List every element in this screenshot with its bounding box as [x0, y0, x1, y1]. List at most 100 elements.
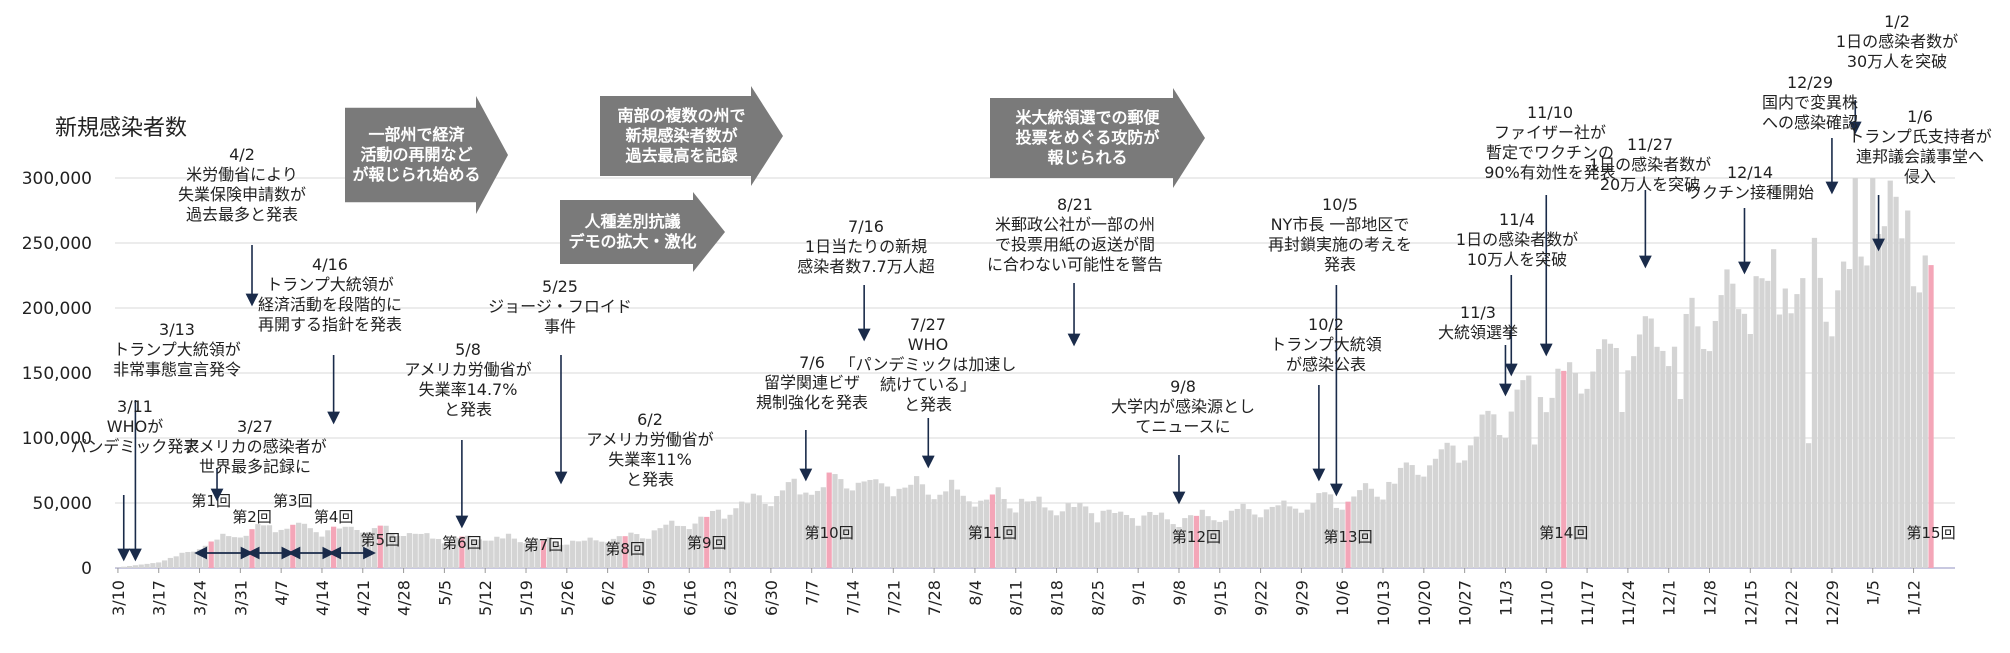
bar	[832, 474, 838, 568]
bar	[1537, 397, 1544, 568]
x-tick-label: 8/4	[966, 580, 985, 606]
bar	[1223, 520, 1229, 568]
bar	[1636, 334, 1643, 568]
bar	[774, 496, 780, 568]
bar	[336, 528, 343, 568]
x-tick-label: 10/20	[1415, 580, 1434, 626]
bar	[395, 535, 401, 568]
bar	[1392, 483, 1398, 568]
bar	[1829, 336, 1835, 568]
bar	[1147, 511, 1153, 568]
bar	[1718, 295, 1724, 568]
x-tick-label: 9/29	[1292, 580, 1311, 616]
phase-arrow-label: 人種差別抗議デモの拡大・激化	[568, 212, 696, 251]
x-tick-label: 11/17	[1578, 580, 1597, 626]
bar	[1077, 503, 1083, 568]
bar	[1088, 513, 1095, 568]
bar	[1456, 462, 1462, 568]
bar	[1357, 490, 1363, 568]
bar	[791, 478, 797, 568]
bar	[628, 532, 634, 568]
bar	[494, 536, 500, 568]
bar	[1730, 283, 1736, 568]
bar	[1059, 511, 1065, 568]
bar	[669, 520, 675, 568]
bar	[1578, 393, 1584, 568]
bar	[1310, 503, 1316, 568]
bar	[610, 538, 617, 568]
bar	[1362, 483, 1369, 568]
x-tick-label: 4/28	[395, 580, 414, 616]
bar	[272, 532, 278, 568]
bar	[1736, 309, 1742, 568]
bar	[284, 528, 290, 568]
bar	[1450, 445, 1456, 568]
bar	[226, 536, 232, 568]
bar	[202, 545, 208, 568]
bar	[1526, 375, 1532, 568]
bar	[1590, 371, 1596, 568]
bar	[1316, 493, 1322, 568]
bar	[1141, 515, 1147, 568]
x-tick-label: 9/8	[1170, 580, 1189, 606]
bar-highlight	[1345, 501, 1351, 568]
round-label: 第1回	[191, 492, 231, 510]
bar	[1327, 494, 1334, 568]
x-tick-label: 7/7	[803, 580, 822, 606]
round-label: 第7回	[524, 536, 564, 554]
bar	[220, 533, 226, 568]
bar	[1013, 512, 1019, 568]
bar	[255, 524, 261, 568]
x-tick-label: 11/10	[1537, 580, 1556, 626]
bar	[1415, 474, 1421, 568]
bar	[919, 484, 926, 568]
x-tick-label: 11/24	[1619, 580, 1638, 626]
bar	[389, 533, 395, 568]
bar	[167, 557, 173, 568]
bar	[1083, 506, 1089, 568]
y-axis-title: 新規感染者数	[55, 116, 187, 141]
bar	[1648, 318, 1654, 568]
x-tick-label: 4/14	[313, 580, 332, 616]
bar	[1135, 525, 1141, 568]
round-markers: 第1回第2回第3回第4回第5回第6回第7回第8回第9回第10回第11回第12回第…	[191, 492, 1955, 558]
bar	[535, 539, 541, 568]
bar	[1053, 515, 1060, 568]
bar	[744, 503, 751, 568]
bar	[739, 501, 745, 568]
bar	[435, 538, 442, 568]
bar	[581, 540, 587, 568]
bar	[873, 479, 879, 568]
bar	[797, 494, 803, 568]
bar	[733, 508, 739, 568]
bar-highlight	[622, 536, 628, 568]
round-label: 第2回	[232, 508, 272, 526]
bar	[599, 541, 605, 568]
bar	[890, 496, 896, 568]
bar	[1252, 514, 1258, 568]
bar	[360, 532, 366, 568]
bar	[278, 529, 284, 568]
bar-highlight	[704, 516, 710, 568]
bar	[1275, 505, 1281, 568]
bar	[1823, 321, 1829, 568]
phase-arrow-label: 米大統領選での郵便投票をめぐる攻防が報じられる	[1015, 108, 1160, 167]
bar	[383, 525, 389, 568]
bar	[663, 524, 669, 568]
x-tick-label: 5/19	[517, 580, 536, 616]
bar	[809, 494, 815, 568]
bar	[698, 516, 704, 568]
bar	[1666, 366, 1672, 568]
bar	[1030, 501, 1036, 568]
bar	[1701, 348, 1707, 568]
bar	[1240, 503, 1246, 568]
phase-arrow	[600, 86, 783, 186]
